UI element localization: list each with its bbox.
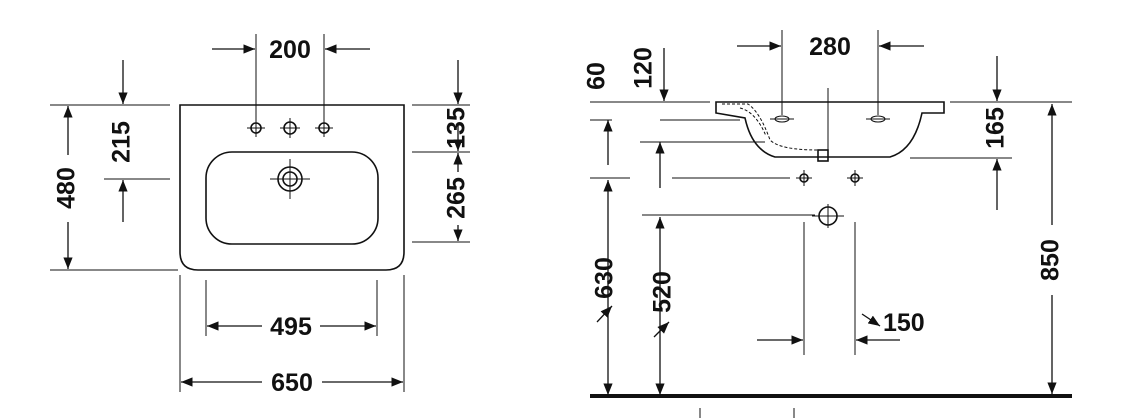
dim-650: 650 [179,275,405,397]
dim-215-label: 215 [108,121,136,163]
dim-630: 630 [591,180,619,395]
dim-150: 150 [757,222,925,355]
tap-mark-icon [770,115,890,123]
dim-850: 850 [1037,104,1065,394]
front-view: 200 480 215 135 265 [50,34,471,397]
dim-120-label: 120 [630,47,658,89]
basin-profile [715,101,945,158]
dim-495: 495 [205,280,378,341]
waste-connection-icon [812,204,844,228]
overflow-channel [722,103,819,151]
dim-150-label: 150 [883,309,925,337]
drain-outlet [817,149,829,162]
basin-outline [179,104,405,271]
dim-200-label: 200 [269,36,311,64]
dim-165-label: 165 [982,107,1010,149]
dim-650-label: 650 [271,369,313,397]
dim-520-label: 520 [649,271,677,313]
dim-135-label: 135 [443,107,471,149]
dim-280: 280 [737,30,924,115]
dim-265-label: 265 [443,177,471,219]
dim-850-label: 850 [1037,239,1065,281]
water-connection-icon [796,170,863,186]
dim-495-label: 495 [270,313,312,341]
dim-200: 200 [212,34,370,120]
drain-icon [270,159,310,199]
dim-480-label: 480 [53,167,81,209]
dim-60-label: 60 [583,62,611,90]
dim-165: 165 [910,56,1072,210]
dim-520: 520 [649,217,677,395]
dim-60-120: 60 120 [583,47,765,188]
bowl-outline [205,151,379,245]
dim-215: 215 [104,60,170,222]
tap-holes-icon [247,118,333,138]
dim-480: 480 [50,104,178,271]
side-view: 280 60 120 630 520 [583,30,1072,418]
dim-280-label: 280 [809,33,851,61]
dim-630-label: 630 [591,257,619,299]
dim-135-265: 135 265 [412,60,471,243]
